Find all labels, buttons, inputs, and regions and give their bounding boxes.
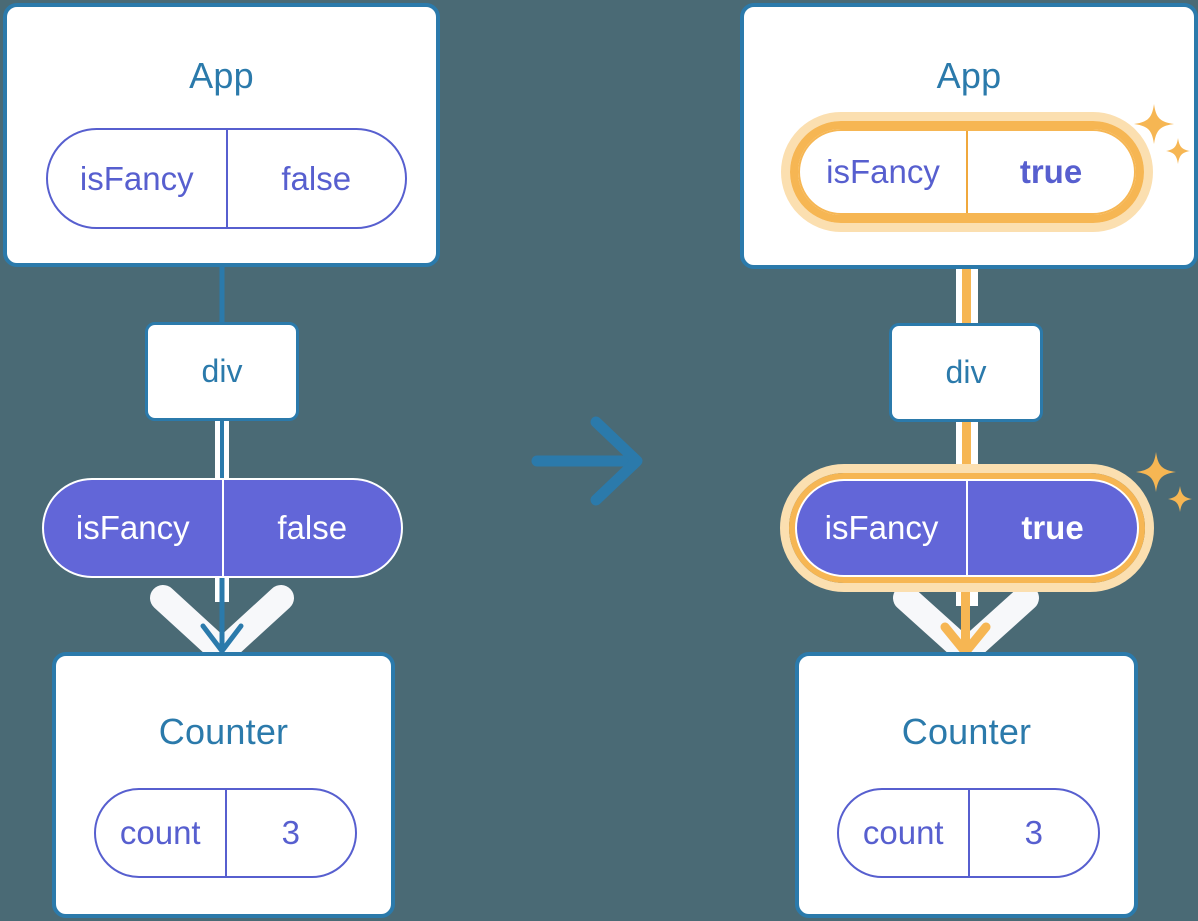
- render-chevron-left: [150, 585, 294, 665]
- connector-div-to-prop-left-a: [215, 418, 220, 482]
- state-pill-isfancy-after[interactable]: isFancy true: [798, 129, 1136, 215]
- dom-node-label: div: [945, 354, 987, 390]
- dom-node-div-before: div: [145, 322, 299, 421]
- state-pill-value: 3: [224, 790, 356, 876]
- state-pill-value: true: [966, 131, 1134, 213]
- state-pill-count-before[interactable]: count 3: [94, 788, 357, 878]
- state-pill-key: isFancy: [79, 159, 194, 197]
- connector-div-to-prop-left-c: [220, 418, 224, 482]
- render-arrow-down-icon-right: [940, 572, 991, 657]
- page-title-app-before: App: [189, 55, 254, 96]
- app-card-before: App isFancy false: [3, 3, 440, 267]
- page-title-app-after: App: [936, 55, 1002, 96]
- state-pill-count-after[interactable]: count 3: [837, 788, 1100, 878]
- dom-node-div-after: div: [889, 323, 1043, 422]
- connector-div-to-prop-right: [962, 418, 971, 484]
- render-arrow-down-icon-left: [200, 572, 244, 654]
- state-pill-key: count: [119, 814, 201, 851]
- state-pill-value: false: [225, 130, 406, 227]
- state-pill-key: count: [862, 814, 944, 851]
- prop-pill-value: false: [221, 480, 402, 576]
- connector-app-to-div-left: [219, 262, 225, 326]
- state-pill-isfancy-before[interactable]: isFancy false: [46, 128, 407, 229]
- connector-prop-tail-left-a: [215, 572, 220, 602]
- prop-pill-key: isFancy: [75, 509, 190, 546]
- page-title-counter-before: Counter: [158, 711, 289, 752]
- counter-card-before: Counter count 3: [52, 652, 395, 918]
- prop-pill-isfancy-before[interactable]: isFancy false: [42, 478, 403, 578]
- dom-node-label: div: [201, 353, 243, 389]
- prop-pill-value: true: [966, 481, 1137, 575]
- connector-div-to-prop-left-b: [224, 418, 229, 482]
- connector-prop-tail-left-b: [224, 572, 229, 602]
- counter-card-after: Counter count 3: [795, 652, 1138, 918]
- page-title-counter-after: Counter: [901, 711, 1032, 752]
- arrow-right-icon: [531, 416, 643, 506]
- prop-pill-key: isFancy: [824, 509, 939, 546]
- state-pill-value: 3: [967, 790, 1099, 876]
- prop-pill-isfancy-after[interactable]: isFancy true: [795, 479, 1139, 577]
- state-pill-key: isFancy: [826, 153, 940, 190]
